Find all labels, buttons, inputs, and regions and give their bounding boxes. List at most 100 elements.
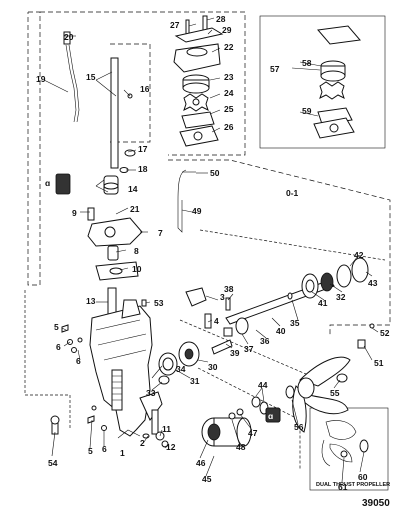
callout-59: 59 (302, 106, 312, 116)
callout-11: 11 (162, 424, 171, 434)
callout-2: 2 (140, 438, 145, 448)
callout-42: 42 (354, 250, 364, 260)
seal-callout-box (55, 173, 71, 195)
callout-33: 33 (146, 388, 156, 398)
callout-4: 4 (214, 316, 219, 326)
callout-36: 36 (260, 336, 270, 346)
shift-rod (65, 44, 77, 123)
callout-23: 23 (224, 72, 234, 82)
callout-45: 45 (202, 474, 212, 484)
gear-32 (320, 272, 334, 292)
dual-thrust-propeller-label: DUAL THRUST PROPELLER (316, 482, 390, 488)
shift-linkage: ɑ (45, 31, 147, 319)
fasteners-left (50, 324, 107, 435)
seal-callout-box-lower (265, 407, 281, 423)
callout-32: 32 (336, 292, 346, 302)
callout-13: 13 (86, 296, 96, 306)
shift-rod-top (63, 31, 71, 45)
callout-47: 47 (248, 428, 258, 438)
seal-symbol: ɑ (45, 178, 50, 188)
clutch (235, 317, 249, 335)
inset-dual-thrust-propeller (309, 407, 389, 491)
carrier-and-propeller (201, 323, 375, 447)
callout-29: 29 (222, 25, 232, 35)
callout-18: 18 (138, 164, 148, 174)
callout-21: 21 (130, 204, 140, 214)
inset-propeller-drawing (321, 420, 369, 467)
bracket (185, 287, 207, 307)
seal-symbol-lower: ɑ (268, 411, 273, 421)
gear-42 (336, 264, 352, 288)
callout-8: 8 (134, 246, 139, 256)
callout-53: 53 (154, 298, 164, 308)
callout-60: 60 (358, 472, 368, 482)
water-pump (173, 15, 224, 147)
gear-housing (89, 299, 169, 448)
callout-27: 27 (170, 20, 180, 30)
pump-housing (173, 43, 221, 73)
callout-5-lower: 5 (88, 446, 93, 456)
callout-35: 35 (290, 318, 300, 328)
callout-9: 9 (72, 208, 77, 218)
propeller-shaft-assembly (158, 257, 369, 385)
callout-24: 24 (224, 88, 234, 98)
callout-55: 55 (330, 388, 340, 398)
callout-54: 54 (48, 458, 58, 468)
propeller-blade-top (299, 356, 351, 387)
callout-43: 43 (368, 278, 378, 288)
callout-15: 15 (86, 72, 96, 82)
inset-kit-parts (313, 25, 361, 139)
thrust-hub (285, 385, 295, 399)
callout-39: 39 (230, 348, 240, 358)
seal (107, 245, 119, 261)
o-ring-43 (351, 257, 369, 283)
figure-number: 39050 (362, 498, 390, 509)
callout-19: 19 (36, 74, 46, 84)
callout-52: 52 (380, 328, 390, 338)
face-plate (181, 111, 215, 129)
callout-61: 61 (338, 482, 348, 492)
callout-labels: 20 19 15 16 17 18 14 9 21 7 8 10 13 53 2… (36, 14, 390, 509)
callout-3: 3 (220, 292, 225, 302)
callout-34: 34 (176, 364, 186, 374)
callout-22: 22 (224, 42, 234, 52)
callout-51: 51 (374, 358, 384, 368)
callout-49: 49 (192, 206, 202, 216)
propeller-blade-bottom (299, 391, 349, 415)
water-pump-group-outline (40, 11, 246, 156)
callout-58: 58 (302, 58, 312, 68)
callout-20: 20 (64, 32, 74, 42)
callout-56: 56 (294, 422, 304, 432)
pin-39 (211, 339, 233, 355)
callout-40: 40 (276, 326, 286, 336)
water-tube (177, 169, 187, 233)
callout-25: 25 (224, 104, 234, 114)
water-tube-seal (174, 27, 224, 43)
group-outlines (24, 11, 391, 491)
callout-57: 57 (270, 64, 280, 74)
gear-housing-group-outline (168, 159, 391, 335)
screw (87, 207, 95, 221)
callout-37: 37 (244, 344, 254, 354)
callout-31: 31 (190, 376, 200, 386)
callout-1: 1 (120, 448, 125, 458)
leader-lines (43, 17, 379, 483)
callout-10: 10 (132, 264, 142, 274)
callout-44: 44 (258, 380, 268, 390)
drive-shaft-tube (110, 57, 119, 169)
callout-26: 26 (224, 122, 234, 132)
callout-48: 48 (236, 442, 246, 452)
callout-5-upper: 5 (54, 322, 59, 332)
callout-12: 12 (166, 442, 176, 452)
callout-6-lower: 6 (102, 444, 107, 454)
callout-28: 28 (216, 14, 226, 24)
callout-6-middle: 6 (76, 356, 81, 366)
callout-50: 50 (210, 168, 220, 178)
callout-14: 14 (128, 184, 138, 194)
callout-16: 16 (140, 84, 150, 94)
callout-17: 17 (138, 144, 148, 154)
grommet (124, 149, 136, 157)
inset-water-pump-kit (259, 15, 386, 149)
callout-46: 46 (196, 458, 206, 468)
